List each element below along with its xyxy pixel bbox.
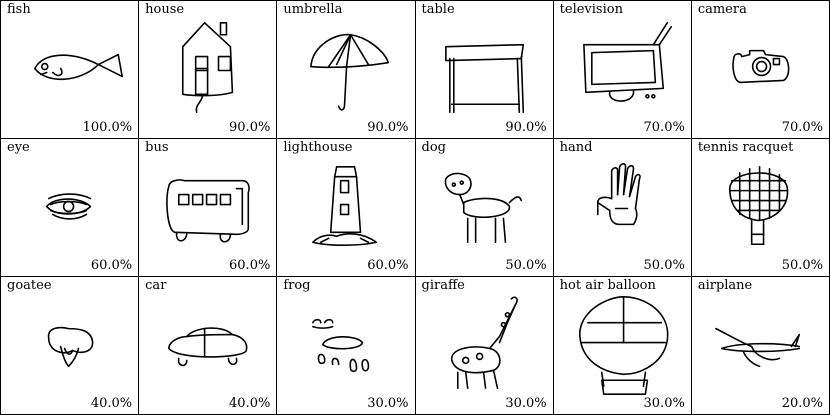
cell-label: frog: [283, 278, 311, 293]
sketch-cell: car 40.0%: [139, 277, 278, 415]
cell-score: 90.0%: [505, 120, 547, 135]
cell-score: 50.0%: [781, 258, 823, 273]
sketch-cell: frog 30.0%: [277, 277, 416, 415]
cell-label: goatee: [7, 278, 52, 293]
house-sketch: [182, 22, 234, 113]
cell-score: 90.0%: [367, 120, 409, 135]
tennis-racquet-sketch: [728, 166, 789, 246]
cell-score: 60.0%: [229, 258, 271, 273]
cell-label: dog: [421, 140, 446, 155]
sketch-cell: airplane 20.0%: [691, 277, 830, 415]
cell-score: 40.0%: [90, 396, 133, 411]
cell-label: lighthouse: [283, 140, 353, 155]
cell-label: house: [145, 2, 185, 17]
cell-score: 50.0%: [643, 258, 685, 273]
sketch-cell: giraffe 30.0%: [415, 277, 554, 415]
cell-label: car: [145, 278, 167, 293]
umbrella-sketch: [310, 33, 390, 111]
sketch-cell: dog 50.0%: [415, 139, 554, 277]
sketch-cell: fish 100.0%: [1, 1, 140, 139]
cell-score: 20.0%: [781, 396, 823, 411]
cell-score: 100.0%: [82, 120, 133, 135]
sketch-cell: tennis racquet 50.0%: [691, 139, 830, 277]
sketch-cell: television 70.0%: [553, 1, 692, 139]
cell-label: table: [421, 2, 455, 17]
cell-label: tennis racquet: [697, 140, 794, 155]
cell-label: hand: [559, 140, 593, 155]
sketch-cell: bus 60.0%: [139, 139, 278, 277]
table-sketch: [444, 43, 524, 113]
sketch-cell: umbrella 90.0%: [277, 1, 416, 139]
sketch-cell: hot air balloon 30.0%: [553, 277, 692, 415]
cell-label: umbrella: [283, 2, 343, 17]
cell-score: 50.0%: [505, 258, 547, 273]
giraffe-sketch: [450, 296, 518, 389]
eye-sketch: [45, 193, 92, 220]
cell-label: eye: [7, 140, 30, 155]
sketch-cell: goatee 40.0%: [1, 277, 140, 415]
cell-score: 60.0%: [367, 258, 409, 273]
sketch-cell: hand 50.0%: [553, 139, 692, 277]
cell-score: 30.0%: [367, 396, 409, 411]
cell-label: television: [559, 2, 623, 17]
sketch-cell: eye 60.0%: [1, 139, 140, 277]
sketch-cell: house 90.0%: [139, 1, 278, 139]
cell-label: bus: [145, 140, 169, 155]
camera-sketch: [732, 49, 790, 84]
television-sketch: [582, 22, 672, 102]
frog-sketch: [312, 318, 370, 373]
hot-air-balloon-sketch: [578, 296, 668, 395]
sketch-cell: table 90.0%: [415, 1, 554, 139]
lighthouse-sketch: [312, 166, 378, 246]
cell-score: 40.0%: [229, 396, 271, 411]
cell-score: 70.0%: [781, 120, 823, 135]
car-sketch: [168, 327, 248, 367]
cell-label: hot air balloon: [559, 278, 656, 293]
cell-label: airplane: [697, 278, 753, 293]
cell-score: 30.0%: [505, 396, 547, 411]
sketch-cell: lighthouse 60.0%: [277, 139, 416, 277]
sketch-cell: camera 70.0%: [691, 1, 830, 139]
cell-score: 30.0%: [643, 396, 685, 411]
bus-sketch: [166, 179, 250, 243]
cell-label: camera: [697, 2, 747, 17]
fish-sketch: [34, 53, 123, 81]
cell-score: 70.0%: [643, 120, 685, 135]
dog-sketch: [444, 172, 522, 244]
cell-score: 60.0%: [90, 258, 133, 273]
cell-score: 90.0%: [229, 120, 271, 135]
airplane-sketch: [714, 327, 800, 368]
goatee-sketch: [47, 326, 94, 368]
cell-label: fish: [7, 2, 31, 17]
hand-sketch: [596, 163, 641, 226]
cell-label: giraffe: [421, 278, 465, 293]
